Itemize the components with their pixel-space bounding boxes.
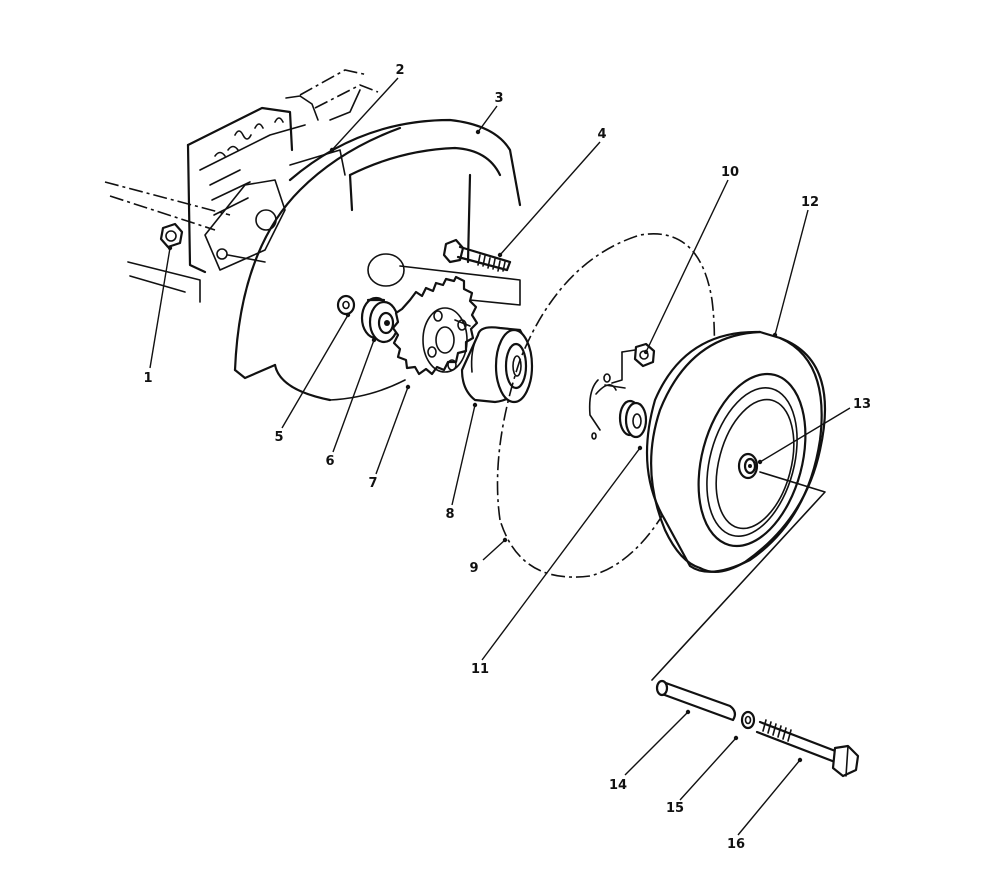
- callout-1: 1: [143, 371, 152, 386]
- part-3-shroud: [233, 118, 522, 402]
- part-9-disc: [496, 233, 716, 578]
- axle-guide: [651, 471, 826, 681]
- callout-6: 6: [325, 454, 334, 469]
- frame-bracket: [104, 69, 379, 303]
- callout-16: 16: [727, 837, 745, 852]
- part-10-nut: [611, 342, 656, 384]
- callout-15: 15: [666, 801, 684, 816]
- part-4-bolt: [442, 238, 512, 272]
- leader-lines: [149, 77, 851, 836]
- part-1-nut: [159, 222, 184, 249]
- callout-8: 8: [445, 507, 454, 522]
- part-8-hub: [460, 326, 534, 404]
- callout-4: 4: [597, 127, 606, 142]
- callout-5: 5: [274, 430, 283, 445]
- part-11-spacer: [618, 399, 666, 441]
- callout-2: 2: [395, 63, 404, 78]
- leader-dots: [167, 129, 803, 763]
- callout-9: 9: [469, 561, 478, 576]
- part-13-hub-bearing: [737, 452, 759, 480]
- part-14-axle-tube: [655, 679, 737, 722]
- part-6-bearing: [360, 296, 400, 344]
- callout-3: 3: [494, 91, 503, 106]
- part-16-axle-bolt: [755, 719, 860, 778]
- callout-13: 13: [853, 397, 871, 412]
- part-5-washer: [336, 294, 356, 316]
- callout-11: 11: [471, 662, 489, 677]
- part-7-sprocket: [391, 275, 479, 376]
- callout-labels: 1 2 3 4 5 6 7 8 9 10 11 12 13 14 15 16: [143, 63, 871, 852]
- part-15-washer: [740, 710, 756, 730]
- callout-12: 12: [801, 195, 819, 210]
- callout-7: 7: [368, 476, 377, 491]
- part-12-wheel: [645, 330, 827, 573]
- callout-14: 14: [609, 778, 627, 793]
- callout-10: 10: [721, 165, 739, 180]
